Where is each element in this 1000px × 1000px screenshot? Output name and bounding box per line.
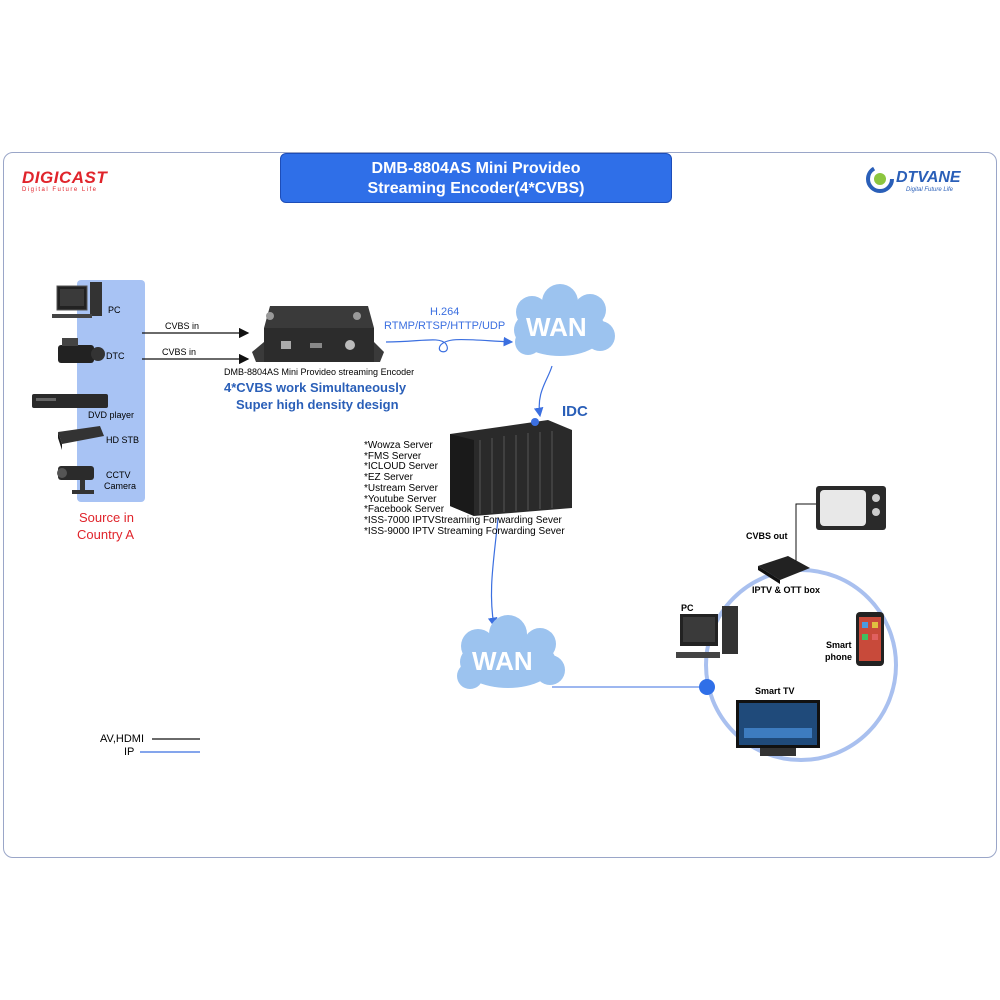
server-item: *ISS-7000 IPTVStreaming Forwarding Sever xyxy=(364,514,562,526)
dtvane-logo-name: DTVANE xyxy=(896,169,961,186)
cvbs-in-label-1: CVBS in xyxy=(165,321,200,331)
source-caption-line-1: Source in xyxy=(79,510,134,525)
idc-label: IDC xyxy=(562,403,588,420)
server-item: *EZ Server xyxy=(364,472,413,484)
dtvane-swirl-icon xyxy=(866,165,894,193)
smart-tv-label: Smart TV xyxy=(755,686,795,696)
ip-link-idc-wan xyxy=(487,517,499,628)
protocol-codec: H.264 xyxy=(430,306,460,318)
legend-av-hdmi-label: AV,HDMI xyxy=(100,733,145,745)
cvbs-out-line xyxy=(784,503,816,563)
smartphone-icon xyxy=(856,612,884,666)
source-pc-icon xyxy=(52,282,102,318)
source-label-stb: HD STB xyxy=(106,435,140,445)
title-banner: DMB-8804AS Mini Provideo Streaming Encod… xyxy=(280,153,672,203)
client-pc-label: PC xyxy=(681,603,694,613)
source-hd-stb-icon xyxy=(58,426,104,450)
digicast-logo: DIGICAST Digital Future Life xyxy=(22,168,107,193)
source-caption-line-2: Country A xyxy=(77,527,135,542)
legend-ip-label: IP xyxy=(124,746,135,758)
source-dtc-camera-icon xyxy=(58,338,105,363)
server-item: *Facebook Server xyxy=(364,504,445,516)
server-item: *FMS Server xyxy=(364,450,422,462)
title-line-2: Streaming Encoder(4*CVBS) xyxy=(367,180,585,197)
ip-link-encoder-wan xyxy=(385,336,514,353)
wan-bottom-cloud-icon xyxy=(457,615,565,689)
encoder-feature-2: Super high density design xyxy=(236,397,399,412)
smart-tv-icon xyxy=(736,700,820,756)
encoder-caption: DMB-8804AS Mini Provideo streaming Encod… xyxy=(224,367,415,377)
client-pc-icon xyxy=(676,606,738,658)
phone-label-line-1: Smart xyxy=(826,640,852,650)
source-label-cctv: CCTV xyxy=(106,470,131,480)
source-label-dvd: DVD player xyxy=(88,410,135,420)
wan-bottom-label: WAN xyxy=(472,646,533,676)
encoder-device-icon xyxy=(252,306,384,362)
title-line-1: DMB-8804AS Mini Provideo xyxy=(371,160,581,177)
server-item: *Ustream Server xyxy=(364,482,438,494)
digicast-logo-tagline: Digital Future Life xyxy=(22,187,98,193)
cvbs-out-label: CVBS out xyxy=(746,531,788,541)
source-label-dtc: DTC xyxy=(106,351,125,361)
crt-tv-icon xyxy=(816,486,886,530)
source-cctv-icon xyxy=(57,466,94,494)
iptv-box-label: IPTV & OTT box xyxy=(752,585,821,595)
iptv-ott-box-icon xyxy=(758,556,810,584)
source-label-pc: PC xyxy=(108,305,121,315)
digicast-logo-name: DIGICAST xyxy=(22,168,108,187)
wan-top-label: WAN xyxy=(526,312,587,342)
server-item: *ICLOUD Server xyxy=(364,461,438,473)
server-list: *Wowza Server *FMS Server *ICLOUD Server… xyxy=(364,440,565,537)
idc-server-racks-icon xyxy=(450,418,572,516)
dtvane-logo-tagline: Digital Future Life xyxy=(906,187,954,193)
protocol-list: RTMP/RTSP/HTTP/UDP xyxy=(384,320,506,332)
encoder-feature-1: 4*CVBS work Simultaneously xyxy=(224,380,407,395)
cvbs-in-label-2: CVBS in xyxy=(162,347,197,357)
source-label-camera: Camera xyxy=(104,481,137,491)
ip-link-wan-idc xyxy=(533,365,553,418)
wan-top-cloud-icon xyxy=(514,284,615,356)
server-item: *ISS-9000 IPTV Streaming Forwarding Seve… xyxy=(364,525,565,537)
server-item: *Wowza Server xyxy=(364,440,433,451)
phone-label-line-2: phone xyxy=(825,652,852,662)
source-dvd-player-icon xyxy=(32,394,108,408)
server-item: *Youtube Server xyxy=(364,493,437,505)
ring-node xyxy=(699,679,715,695)
